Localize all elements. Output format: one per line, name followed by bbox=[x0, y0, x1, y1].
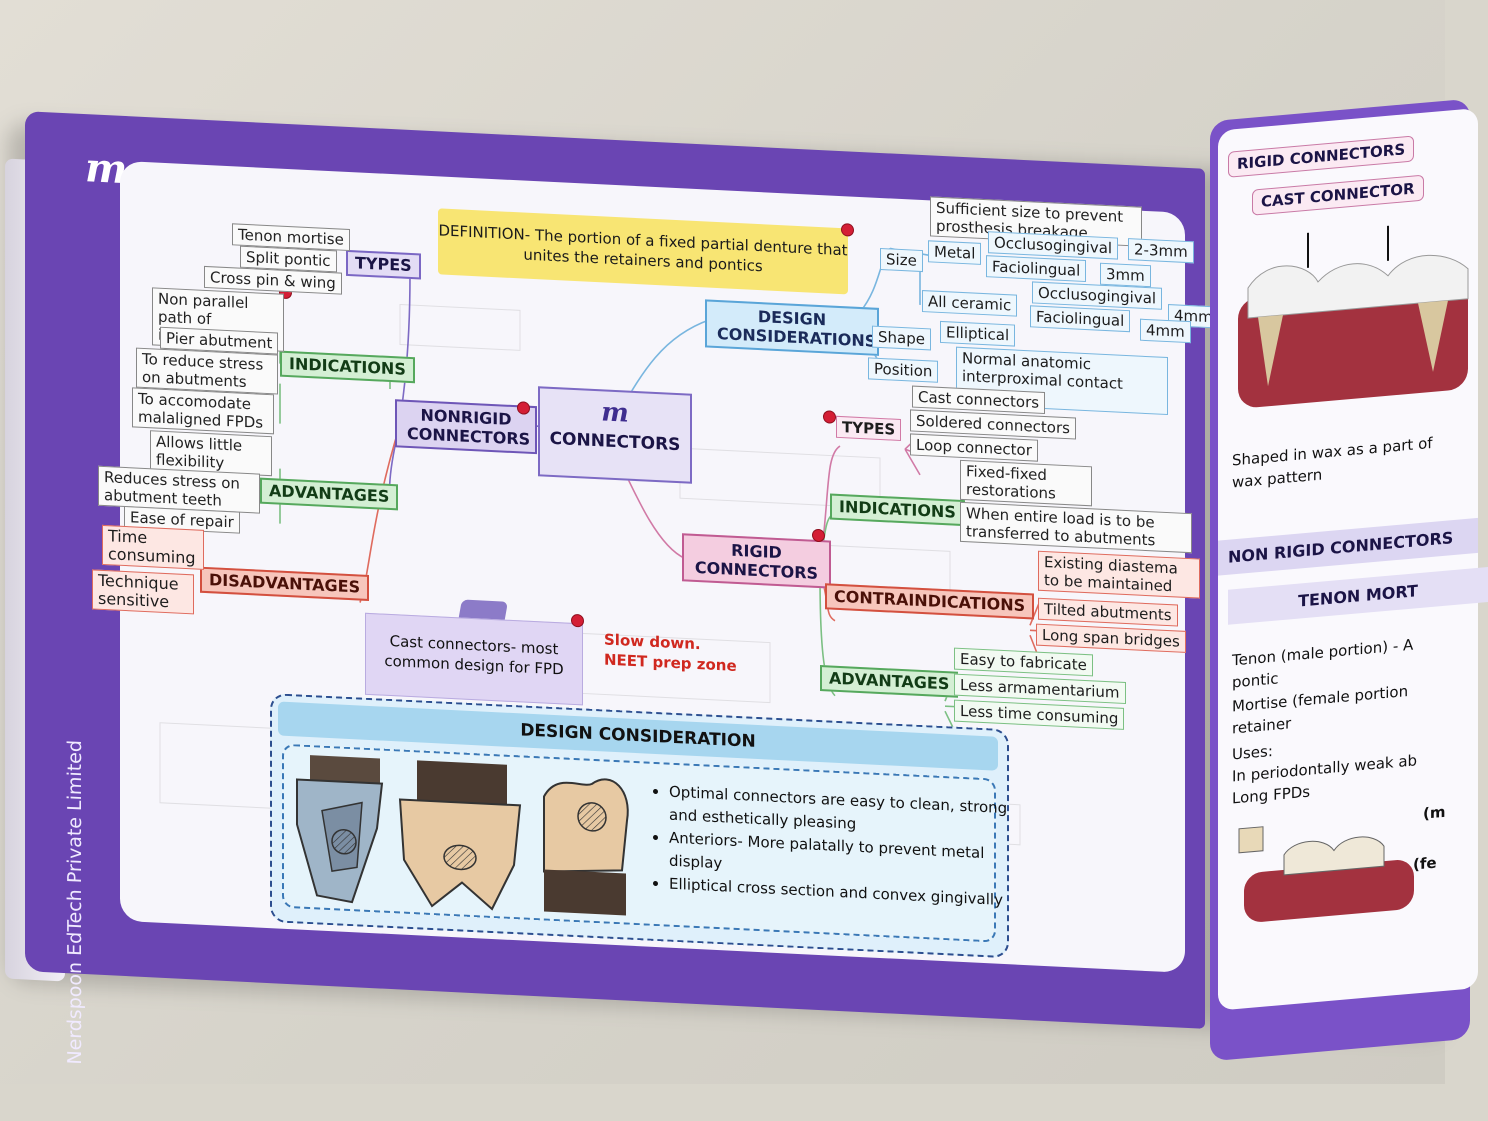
bridge-illustration bbox=[1238, 225, 1469, 408]
push-pin-icon bbox=[572, 614, 583, 627]
right-page-panel: RIGID CONNECTORS CAST CONNECTOR Shaped i… bbox=[1218, 107, 1488, 1011]
nonrigid-connectors-band: NON RIGID CONNECTORS bbox=[1218, 517, 1478, 576]
mind-map-panel: DEFINITION- The portion of a fixed parti… bbox=[92, 160, 1219, 973]
metal-occlusogingival-value: 2-3mm bbox=[1128, 238, 1194, 264]
shape-label: Shape bbox=[872, 325, 931, 351]
tenon-mortise-illustration bbox=[1238, 826, 1414, 922]
list-item: To reduce stress on abutments bbox=[136, 347, 278, 395]
size-label: Size bbox=[880, 247, 923, 273]
rigid-types-label: TYPES bbox=[836, 415, 902, 441]
design-consideration-content: Optimal connectors are easy to clean, st… bbox=[282, 743, 1007, 943]
right-line: (fe bbox=[1413, 853, 1437, 874]
shaped-text: Shaped in wax as a part of wax pattern bbox=[1232, 433, 1433, 492]
rigid-connectors-node: RIGID CONNECTORS bbox=[682, 533, 831, 589]
nonrigid-connectors-node: NONRIGID CONNECTORS bbox=[395, 399, 537, 455]
design-points: Optimal connectors are easy to clean, st… bbox=[649, 780, 1009, 913]
design-consideration-box: DESIGN CONSIDERATION bbox=[270, 693, 1009, 959]
slow-down-note: Slow down. NEET prep zone bbox=[604, 630, 737, 675]
push-pin-icon bbox=[824, 411, 835, 423]
molar-tooth-icon bbox=[543, 778, 629, 916]
list-item: Technique sensitive bbox=[92, 569, 194, 615]
brand-mini-logo: m bbox=[601, 397, 629, 429]
publisher-text: Nerdspoon EdTech Private Limited bbox=[64, 739, 86, 1066]
shape-value: Elliptical bbox=[940, 320, 1016, 347]
list-item: Time consuming bbox=[102, 524, 204, 570]
right-line: retainer bbox=[1232, 714, 1292, 738]
design-considerations-node: DESIGN CONSIDERATIONS bbox=[705, 299, 879, 356]
left-page: m Nerdspoon EdTech Private Limited bbox=[25, 111, 1219, 1065]
list-item: Reduces stress on abutment teeth bbox=[98, 465, 260, 514]
ceramic-label: All ceramic bbox=[922, 290, 1018, 317]
metal-faciolingual-value: 3mm bbox=[1100, 262, 1151, 288]
right-line: (m bbox=[1423, 802, 1446, 823]
list-item: Existing diastema to be maintained bbox=[1038, 550, 1200, 599]
nonrigid-types-label: TYPES bbox=[346, 249, 421, 280]
ceramic-faciolingual-value: 4mm bbox=[1140, 318, 1191, 344]
right-line: Tenon (male portion) - A bbox=[1232, 635, 1414, 670]
push-pin-icon bbox=[518, 402, 529, 414]
cast-connector-header: CAST CONNECTOR bbox=[1252, 174, 1424, 216]
right-page: RIGID CONNECTORS CAST CONNECTOR Shaped i… bbox=[1210, 98, 1488, 1062]
list-item: To accomodate malaligned FPDs bbox=[132, 387, 274, 435]
right-line: pontic bbox=[1232, 669, 1279, 692]
rigid-connectors-header: RIGID CONNECTORS bbox=[1228, 135, 1415, 178]
cast-connector-note: Cast connectors- most common design for … bbox=[365, 612, 583, 706]
premolar-tooth-icon bbox=[398, 760, 522, 911]
metal-label: Metal bbox=[928, 240, 982, 265]
push-pin-icon bbox=[813, 529, 824, 542]
center-node: m CONNECTORS bbox=[538, 386, 692, 484]
tooth-illustrations bbox=[296, 755, 629, 916]
tenon-mortise-band: TENON MORT bbox=[1228, 567, 1488, 625]
center-title: CONNECTORS bbox=[549, 428, 681, 456]
push-pin-icon bbox=[842, 224, 853, 236]
anterior-tooth-icon bbox=[296, 755, 384, 904]
list-item: Fixed-fixed restorations bbox=[960, 459, 1092, 507]
position-label: Position bbox=[868, 357, 939, 383]
